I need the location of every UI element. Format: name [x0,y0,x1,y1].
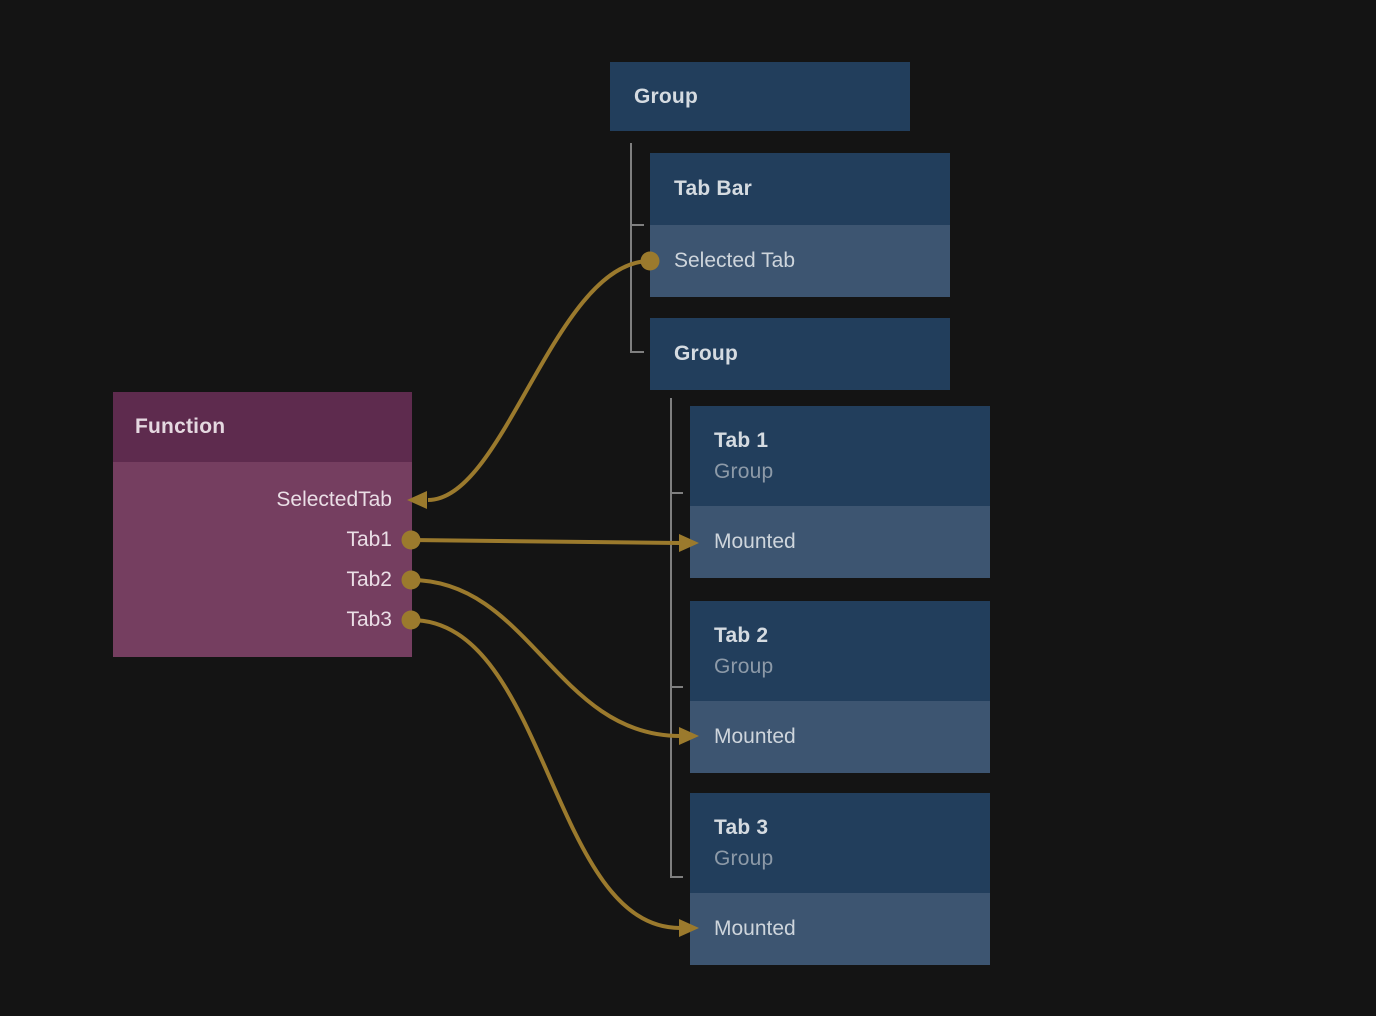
node-group-top[interactable]: Group [610,62,910,131]
node-header[interactable]: Tab 2 Group [690,601,990,701]
node-header[interactable]: Group [650,318,950,390]
tree-line-group-top [630,143,644,353]
port-tab3[interactable]: Tab3 [113,600,412,640]
node-title: Group [634,84,698,108]
row-mounted[interactable]: Mounted [690,506,990,578]
node-subtitle: Group [714,654,774,678]
node-subtitle: Group [714,846,774,870]
node-header[interactable]: Group [610,62,910,131]
wire-tab1[interactable] [410,538,681,545]
node-tab1[interactable]: Tab 1 Group Mounted [690,406,990,578]
port-label: SelectedTab [276,488,392,511]
node-tab3[interactable]: Tab 3 Group Mounted [690,793,990,965]
port-tab1[interactable]: Tab1 [113,520,412,560]
node-subtitle: Group [714,459,774,483]
node-header[interactable]: Tab 1 Group [690,406,990,506]
tree-line-group-inner [670,398,683,878]
port-label: Tab3 [346,608,392,631]
node-body: SelectedTab Tab1 Tab2 Tab3 [113,462,412,657]
row-label: Mounted [714,917,796,940]
port-label: Tab1 [346,528,392,551]
node-header[interactable]: Tab Bar [650,153,950,225]
row-mounted[interactable]: Mounted [690,893,990,965]
row-selected-tab[interactable]: Selected Tab [650,225,950,297]
node-title: Tab 2 [714,623,769,647]
node-title: Tab Bar [674,177,753,200]
port-tab2[interactable]: Tab2 [113,560,412,600]
node-tab-bar[interactable]: Tab Bar Selected Tab [650,153,950,297]
port-selectedtab[interactable]: SelectedTab [113,480,412,520]
node-title: Function [135,415,226,438]
wire-selectedtab[interactable] [427,259,651,502]
row-mounted[interactable]: Mounted [690,701,990,773]
node-title: Tab 3 [714,815,769,839]
row-label: Selected Tab [674,249,796,272]
node-group-inner[interactable]: Group [650,318,950,390]
node-tab2[interactable]: Tab 2 Group Mounted [690,601,990,773]
node-title: Group [674,342,738,365]
node-header[interactable]: Function [113,392,412,462]
wire-tab3[interactable] [410,618,681,930]
row-label: Mounted [714,530,796,553]
wire-tab2[interactable] [410,578,681,738]
row-label: Mounted [714,725,796,748]
node-header[interactable]: Tab 3 Group [690,793,990,893]
port-label: Tab2 [346,568,392,591]
node-function[interactable]: Function SelectedTab Tab1 Tab2 Tab3 [113,392,412,657]
node-title: Tab 1 [714,428,769,452]
